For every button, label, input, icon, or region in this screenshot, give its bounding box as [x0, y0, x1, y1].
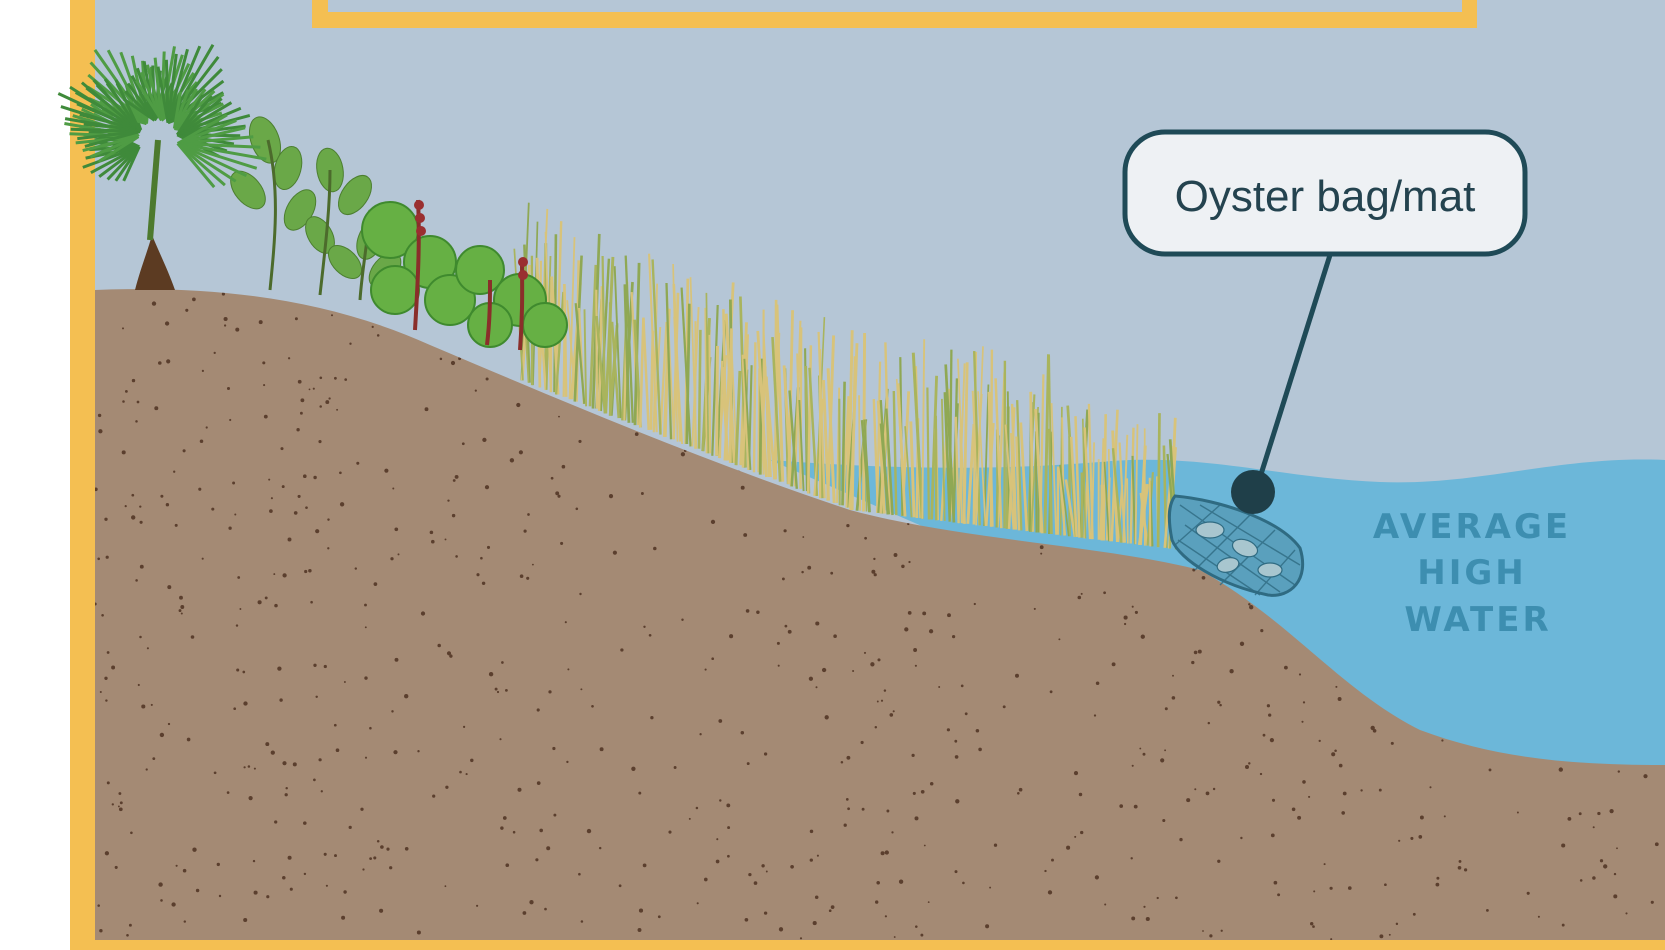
- water-label-line-3: WATER: [1404, 600, 1551, 640]
- callout-label: Oyster bag/mat: [1175, 172, 1476, 221]
- frame-bottom: [70, 940, 1665, 950]
- water-label-line-1: AVERAGE: [1373, 507, 1571, 547]
- callout-pointer-dot: [1231, 470, 1275, 514]
- water-label-line-2: HIGH: [1417, 553, 1526, 593]
